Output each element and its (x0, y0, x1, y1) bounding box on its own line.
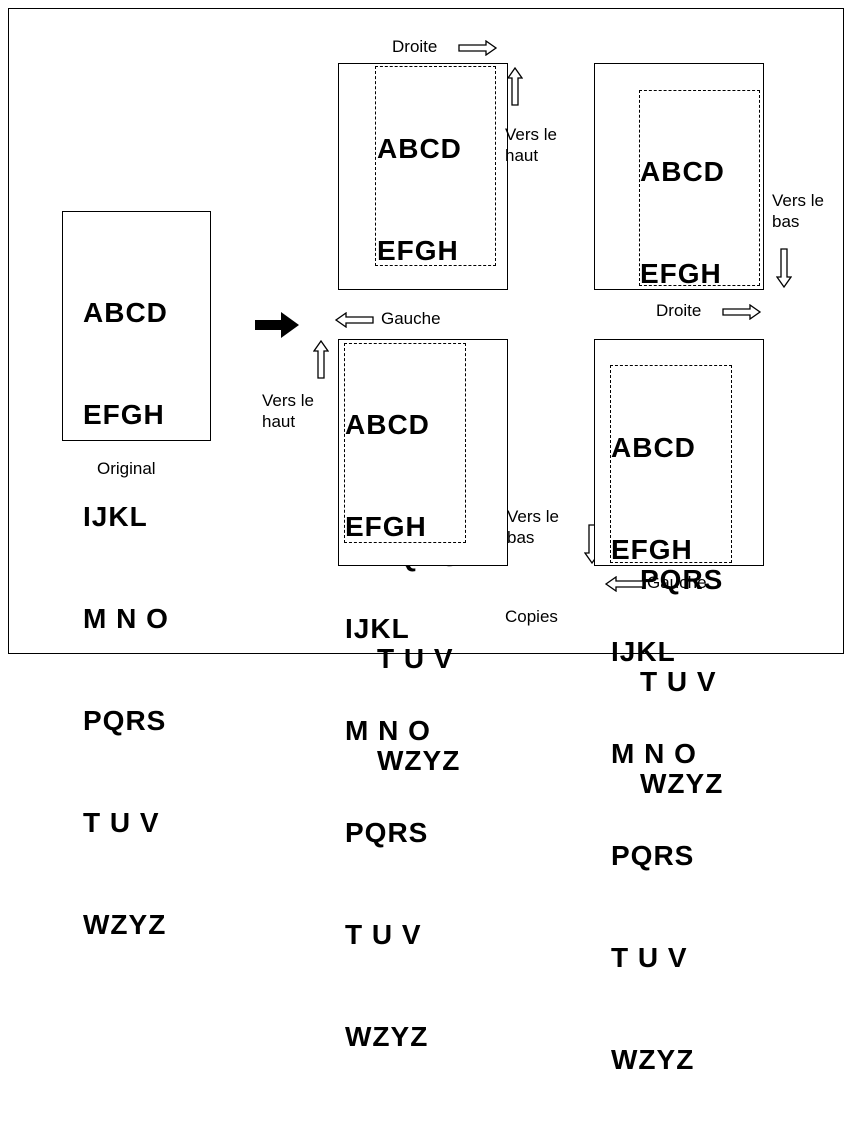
letter-row: EFGH (345, 511, 427, 542)
diagram-frame (8, 8, 844, 654)
copy-sheet-up-left: ABCD EFGH IJKL M N O PQRS T U V WZYZ (338, 339, 508, 1052)
letter-row: PQRS (345, 817, 429, 848)
letter-row: WZYZ (611, 1044, 695, 1075)
copy-letters: ABCD EFGH IJKL M N O PQRS T U V WZYZ (611, 363, 697, 1145)
letter-row: PQRS (83, 705, 167, 736)
letter-row: M N O (83, 603, 169, 634)
outline-arrow-left-icon (604, 576, 644, 592)
letter-row: M N O (345, 715, 431, 746)
droite-label: Droite (656, 301, 702, 320)
letter-row: ABCD (83, 297, 168, 328)
letter-row: EFGH (83, 399, 165, 430)
haut-line: haut (505, 146, 539, 165)
vers-le-line: Vers le (262, 391, 314, 410)
letter-row: EFGH (377, 235, 459, 266)
letter-row: ABCD (345, 409, 430, 440)
vers-le-bas-label: Vers le bas (507, 506, 559, 548)
bas-line: bas (507, 528, 535, 547)
outline-arrow-up-icon (313, 340, 329, 379)
gauche-label: Gauche (647, 573, 707, 592)
vers-le-line: Vers le (505, 125, 557, 144)
haut-line: haut (262, 412, 296, 431)
image-area-border (610, 365, 732, 563)
outline-arrow-right-icon (458, 40, 498, 56)
letter-row: IJKL (83, 501, 148, 532)
letter-row: IJKL (345, 613, 410, 644)
gauche-label: Gauche (381, 309, 441, 328)
outline-arrow-left-icon (334, 312, 374, 328)
letter-row: T U V (611, 942, 688, 973)
image-area-border (375, 66, 496, 266)
outline-arrow-right-icon (722, 304, 762, 320)
copy-letters: ABCD EFGH IJKL M N O PQRS T U V WZYZ (345, 340, 431, 1122)
letter-row: T U V (83, 807, 160, 838)
vers-le-line: Vers le (507, 507, 559, 526)
letter-row: PQRS (611, 840, 695, 871)
original-letters: ABCD EFGH IJKL M N O PQRS T U V WZYZ (83, 228, 169, 1010)
bas-line: bas (772, 212, 800, 231)
copy-sheet-down-left: ABCD EFGH IJKL M N O PQRS T U V WZYZ (594, 339, 764, 1075)
vers-le-haut-label: Vers le haut (505, 124, 557, 166)
outline-arrow-down-icon (776, 248, 792, 288)
letter-row: T U V (345, 919, 422, 950)
letter-row: WZYZ (345, 1021, 429, 1052)
copy-sheet-down-right: ABCD EFGH IJKL M N O PQRS T U V WZYZ (594, 63, 764, 799)
letter-row: ABCD (377, 133, 462, 164)
letter-row: WZYZ (83, 909, 167, 940)
vers-le-bas-label: Vers le bas (772, 190, 824, 232)
letter-row: EFGH (640, 258, 722, 289)
vers-le-line: Vers le (772, 191, 824, 210)
original-label: Original (97, 459, 156, 478)
letter-row: PQRS (640, 564, 724, 595)
outline-arrow-up-icon (507, 67, 523, 106)
image-area-border (344, 343, 466, 543)
letter-row: ABCD (640, 156, 725, 187)
droite-label: Droite (392, 37, 438, 56)
letter-row: ABCD (611, 432, 696, 463)
letter-row: M N O (611, 738, 697, 769)
vers-le-haut-label: Vers le haut (262, 390, 314, 432)
original-sheet: ABCD EFGH IJKL M N O PQRS T U V WZYZ (62, 211, 211, 940)
letter-row: EFGH (611, 534, 693, 565)
copy-sheet-up-right: ABCD EFGH IJKL M N O PQRS T U V WZYZ (338, 63, 508, 776)
copies-label: Copies (505, 607, 558, 626)
right-filled-arrow-icon (255, 312, 299, 338)
image-area-border (639, 90, 760, 286)
letter-row: IJKL (611, 636, 676, 667)
